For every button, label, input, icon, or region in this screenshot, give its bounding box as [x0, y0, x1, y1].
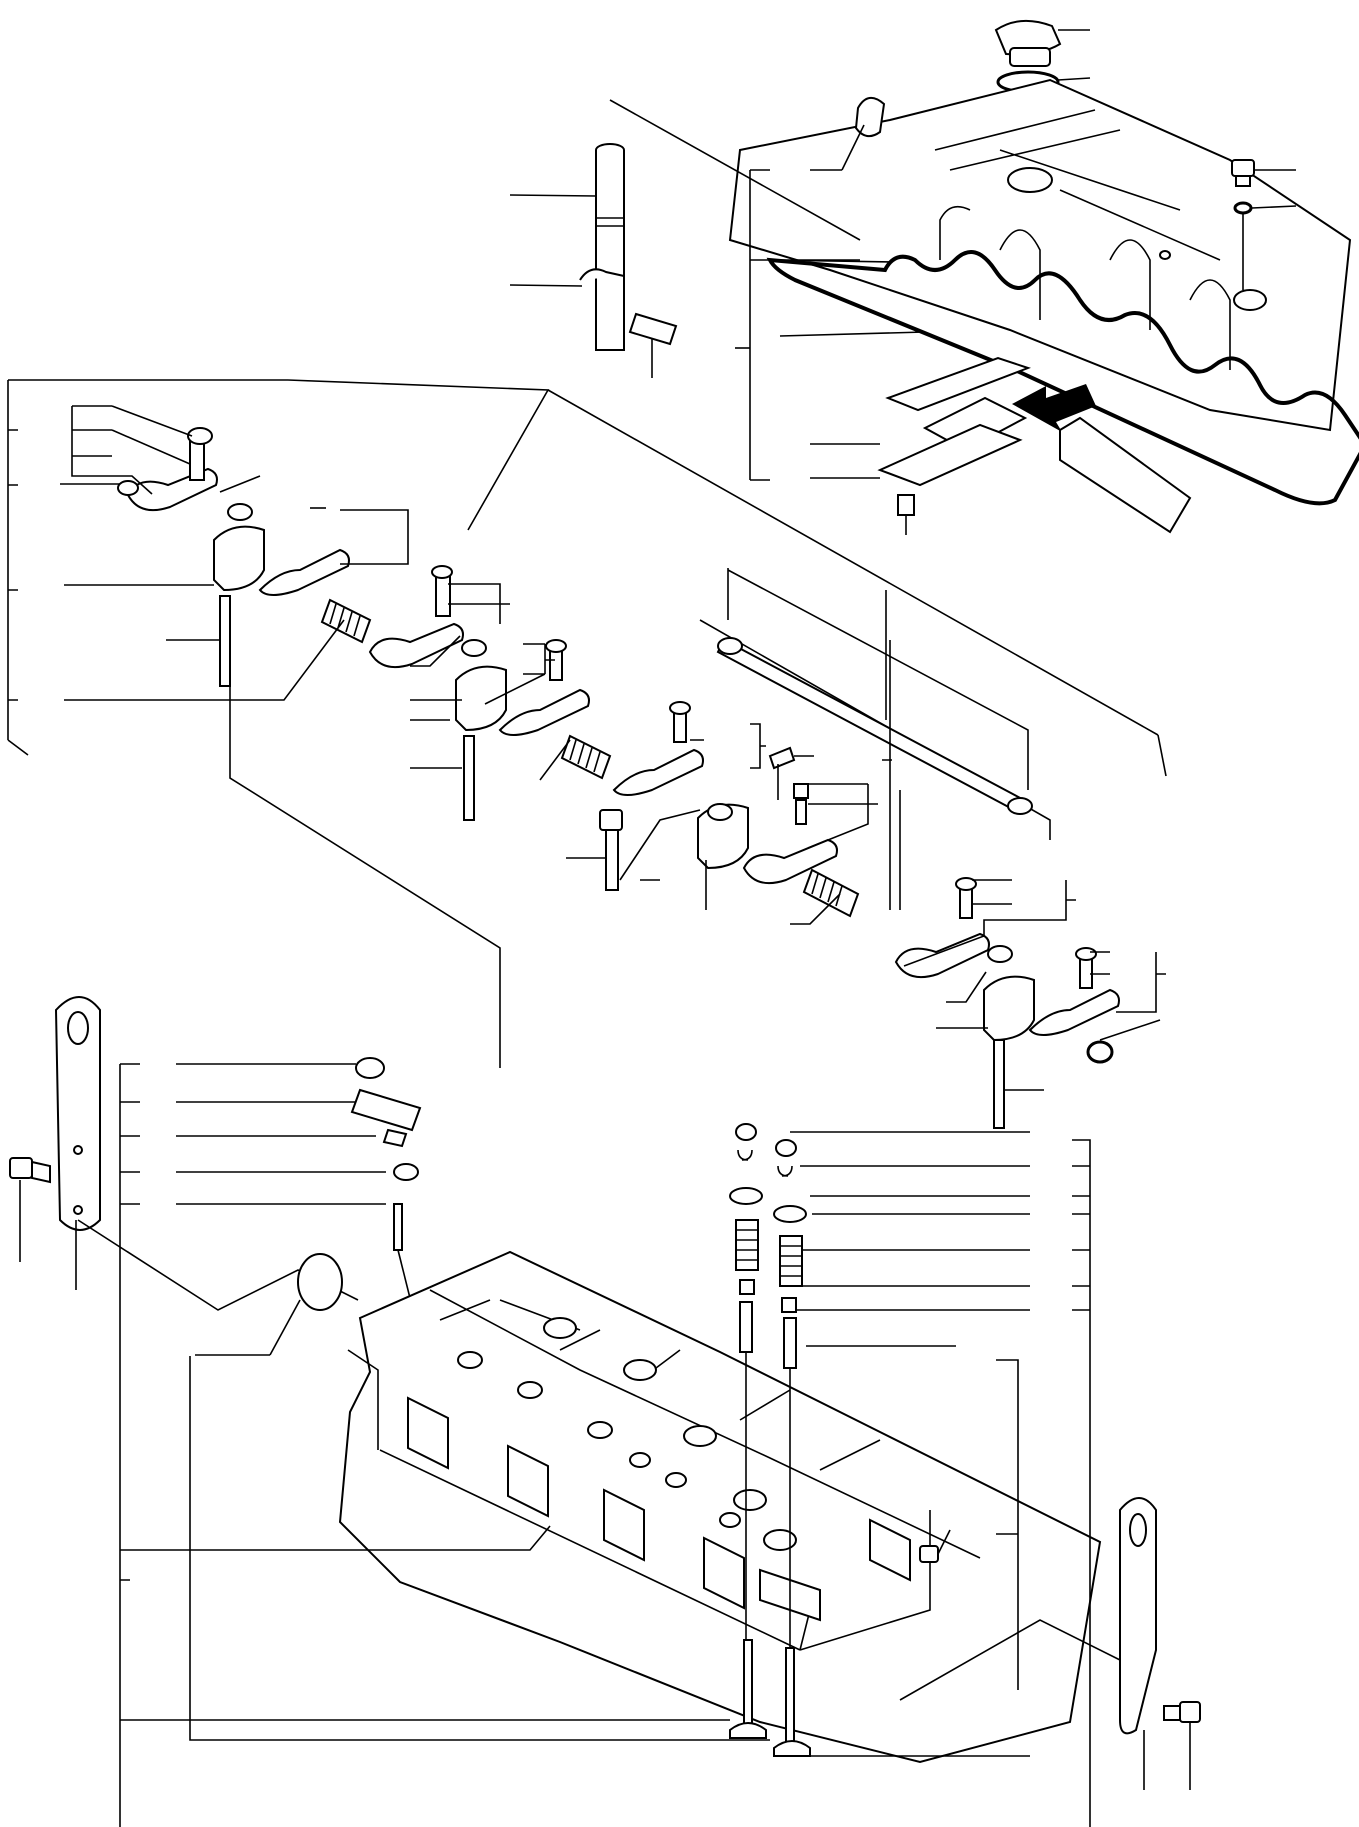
mounting-bolt — [9, 1157, 51, 1262]
valve-train — [120, 1123, 1091, 1827]
snap-ring — [1086, 1040, 1114, 1064]
stud-bolt — [463, 735, 475, 821]
bracket-plate — [810, 356, 1031, 535]
exhaust-valve — [773, 1647, 811, 1757]
rocker-support — [697, 803, 749, 870]
rocker-arm — [742, 838, 838, 884]
apply-sealant-arrow-icon — [1012, 384, 1096, 432]
adjusting-screw — [768, 746, 809, 825]
rocker-arm-shaft — [699, 568, 1051, 910]
valve-stem-seal — [739, 1279, 797, 1313]
valve-guide — [739, 1301, 797, 1369]
rocker-bracket-parts — [119, 1057, 422, 1827]
expansion-plug — [195, 1253, 343, 1356]
stud-bolt — [993, 1039, 1005, 1129]
sealant-tube — [1059, 416, 1192, 534]
rocker-arm-group — [7, 379, 1167, 1129]
rocker-support — [983, 945, 1035, 1042]
rocker-support — [213, 503, 265, 592]
rocker-arm — [894, 877, 990, 978]
intake-valve — [729, 1639, 767, 1739]
stud-bolt — [219, 595, 231, 687]
rocker-arm — [1028, 947, 1120, 1036]
breather-pipe — [509, 143, 678, 378]
rocker-arm — [258, 548, 350, 596]
rocker-support — [455, 639, 507, 732]
rocker-arm — [117, 427, 218, 511]
mounting-bolt — [1163, 1701, 1201, 1790]
plug-bolt — [919, 1529, 951, 1563]
valve-cover-gasket — [766, 250, 1359, 506]
rocker-arm — [368, 565, 464, 668]
valve-cover-group — [609, 19, 1359, 535]
rocker-arm — [498, 639, 590, 736]
valve-cover — [728, 78, 1352, 432]
valve-spring-retainer — [729, 1187, 807, 1223]
valve-cotter — [735, 1123, 797, 1177]
oil-filler-cap — [994, 19, 1090, 67]
breather-elbow — [810, 97, 886, 171]
rocker-spring — [802, 868, 860, 918]
plug-bolt — [1231, 159, 1297, 290]
valve-spring — [735, 1219, 803, 1287]
lifting-eye — [1119, 1497, 1157, 1790]
rocker-spring — [320, 598, 372, 644]
rocker-arm — [612, 701, 704, 796]
mounting-bolt — [599, 809, 623, 891]
rocker-spring — [560, 734, 612, 780]
cylinder-head — [120, 1250, 1102, 1764]
